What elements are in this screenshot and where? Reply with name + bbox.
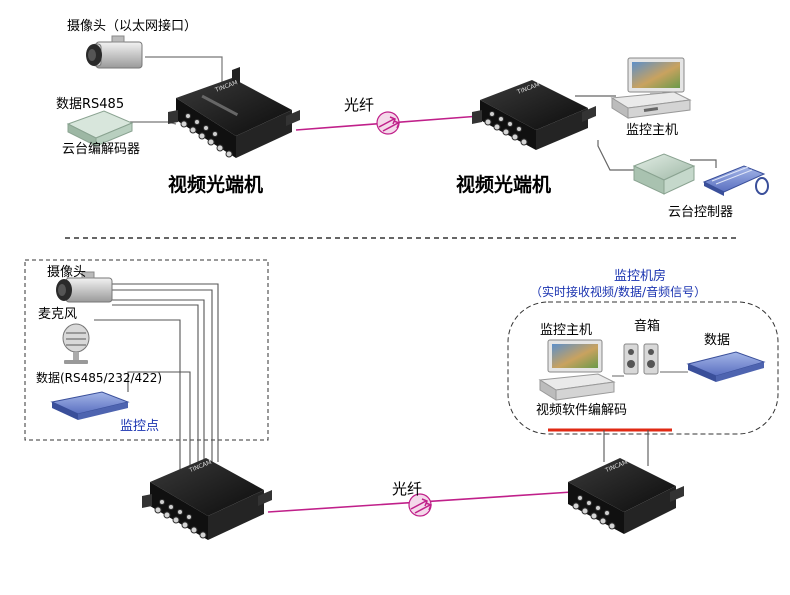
- room-monitor-host-label: 监控主机: [540, 323, 593, 338]
- top-keyboard-icon: [702, 165, 769, 196]
- top-ptz-decoder-label: 云台编解码器: [62, 142, 141, 157]
- top-monitor-host-label: 监控主机: [626, 123, 679, 138]
- monitor-room-subtitle: （实时接收视频/数据/音频信号）: [530, 285, 707, 299]
- monitor-point-cables: [94, 283, 219, 480]
- bottom-data-label: 数据(RS485/232/422): [36, 371, 163, 385]
- bottom-left-transceiver-icon: [142, 458, 272, 540]
- bottom-fiber-arrow-icon: [408, 493, 432, 517]
- top-right-transceiver-icon: [472, 80, 596, 150]
- top-fiber-label: 光纤: [344, 96, 375, 114]
- monitor-point-data-device-icon: [50, 391, 130, 420]
- top-data-label: 数据RS485: [56, 97, 125, 112]
- top-monitor-host-icon: [610, 57, 692, 119]
- room-data-device-icon: [686, 351, 766, 382]
- top-camera-label: 摄像头（以太网接口）: [67, 19, 198, 34]
- room-data-label: 数据: [704, 333, 731, 348]
- top-controller-cable: [597, 140, 636, 171]
- bottom-camera-label: 摄像头: [47, 265, 87, 280]
- room-monitor-host-icon: [538, 339, 616, 401]
- top-ptz-decoder-icon: [66, 110, 134, 147]
- top-left-transceiver-icon: [168, 67, 300, 158]
- top-fiber-arrow-icon: [376, 111, 400, 135]
- bottom-right-transceiver-icon: [568, 458, 684, 534]
- top-keyboard-cable: [690, 159, 717, 168]
- top-camera-icon: [86, 35, 143, 69]
- top-ptz-controller-icon: [632, 153, 696, 195]
- bottom-fiber-label: 光纤: [392, 480, 423, 498]
- monitor-point-box: [24, 259, 269, 441]
- bottom-mic-label: 麦克风: [38, 307, 78, 322]
- monitor-room-title: 监控机房: [614, 269, 667, 284]
- room-software-label: 视频软件编解码: [536, 403, 628, 418]
- top-ptz-controller-label: 云台控制器: [668, 205, 734, 220]
- bottom-camera-icon: [56, 271, 113, 303]
- room-speaker-label: 音箱: [634, 319, 661, 334]
- top-left-transceiver-label: 视频光端机: [168, 174, 264, 196]
- speaker-icon: [623, 343, 659, 375]
- top-right-transceiver-label: 视频光端机: [456, 174, 552, 196]
- monitor-point-label: 监控点: [120, 419, 160, 434]
- microphone-icon: [62, 323, 90, 364]
- top-camera-cable: [145, 56, 223, 84]
